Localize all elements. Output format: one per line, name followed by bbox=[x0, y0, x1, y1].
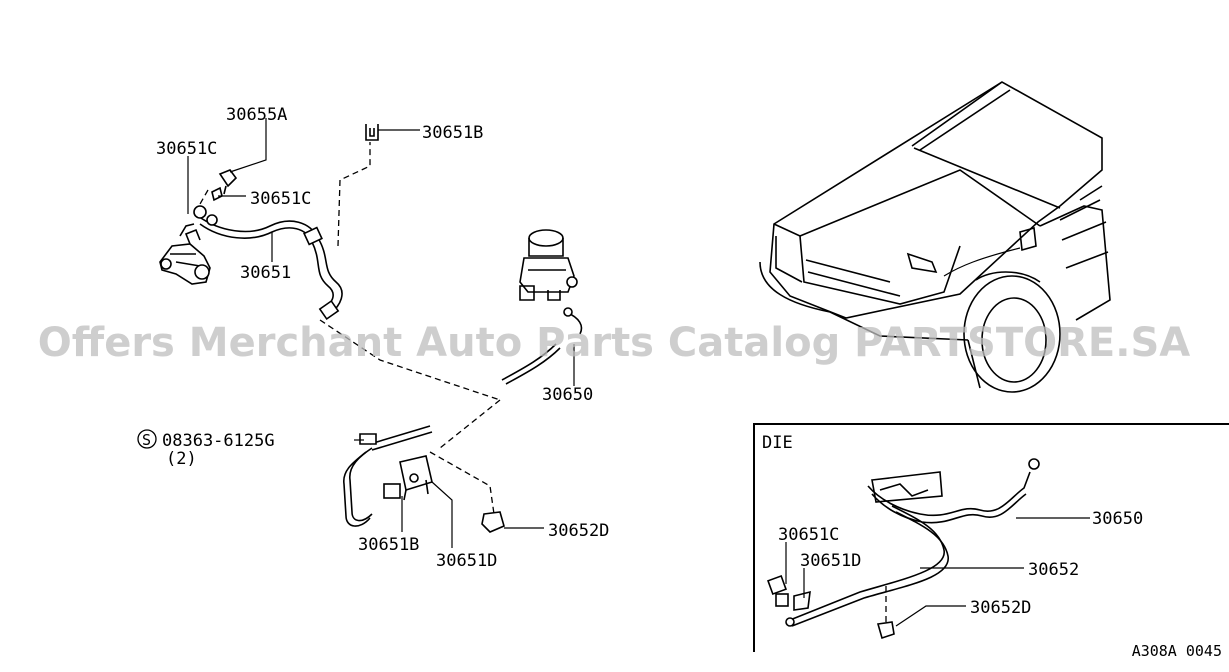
label-30655A: 30655A bbox=[226, 105, 287, 125]
clutch-tube-30650-drawing bbox=[501, 307, 583, 385]
label-30651C-mid: 30651C bbox=[250, 189, 311, 209]
label-30652D: 30652D bbox=[548, 521, 609, 541]
inset-title: DIE bbox=[762, 433, 793, 453]
leader-lines bbox=[187, 118, 575, 548]
master-cylinder-drawing bbox=[519, 229, 578, 301]
watermark-text: Offers Merchant Auto Parts Catalog PARTS… bbox=[38, 320, 1190, 366]
label-30651B-top: 30651B bbox=[422, 123, 483, 143]
clutch-hose-upper-drawing bbox=[193, 205, 343, 321]
inset-label-30651D: 30651D bbox=[800, 551, 861, 571]
clip-30651B-drawing bbox=[365, 124, 379, 141]
inset-tube-drawing bbox=[767, 458, 1040, 640]
label-bolt-part: 08363-6125G bbox=[162, 431, 275, 451]
inset-label-30652D: 30652D bbox=[970, 598, 1031, 618]
lower-tube-bracket-drawing bbox=[343, 425, 505, 533]
bleeder-30655A-drawing bbox=[211, 169, 238, 202]
vehicle-outline-drawing bbox=[759, 81, 1111, 393]
label-30651: 30651 bbox=[240, 263, 291, 283]
operating-cylinder-drawing bbox=[159, 223, 211, 285]
inset-label-30652: 30652 bbox=[1028, 560, 1079, 580]
inset-label-30650: 30650 bbox=[1092, 509, 1143, 529]
inset-die-panel: DIE 30651C 30651D 30650 30652 3 bbox=[753, 423, 1229, 652]
inset-leader-lines bbox=[785, 517, 1090, 627]
serviceable-circle-icon bbox=[137, 429, 157, 449]
inset-label-30651C: 30651C bbox=[778, 525, 839, 545]
label-bolt-qty: (2) bbox=[166, 449, 197, 469]
label-30650: 30650 bbox=[542, 385, 593, 405]
diagram-code: A308A 0045 bbox=[1132, 642, 1222, 660]
routing-dashed-lines bbox=[199, 142, 501, 515]
label-30651D: 30651D bbox=[436, 551, 497, 571]
part-labels: 30655A 30651B 30651C 30651C 30651 30650 … bbox=[137, 105, 609, 571]
label-30651B-bottom: 30651B bbox=[358, 535, 419, 555]
label-30651C-left: 30651C bbox=[156, 139, 217, 159]
label-bolt-circle: S bbox=[142, 431, 151, 449]
